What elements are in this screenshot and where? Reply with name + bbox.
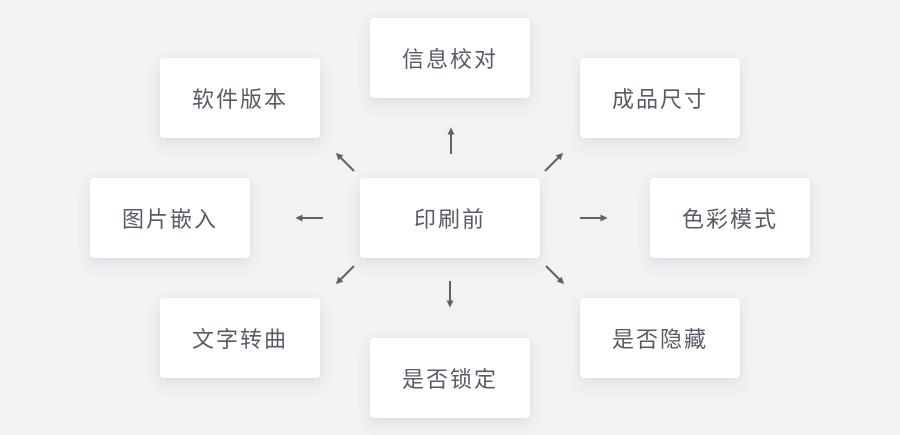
arrow-up-left-icon: [335, 152, 355, 172]
node-pre-press[interactable]: 印刷前: [360, 178, 540, 258]
arrow-down-left-icon: [335, 265, 355, 285]
node-color-mode[interactable]: 色彩模式: [650, 178, 810, 258]
node-image-embed[interactable]: 图片嵌入: [90, 178, 250, 258]
arrow-down-right-icon: [545, 265, 565, 285]
node-lock-check[interactable]: 是否锁定: [370, 338, 530, 418]
node-text-to-outline[interactable]: 文字转曲: [160, 298, 320, 378]
node-hidden-check[interactable]: 是否隐藏: [580, 298, 740, 378]
node-finished-size[interactable]: 成品尺寸: [580, 58, 740, 138]
arrow-up-right-icon: [544, 152, 564, 172]
node-software-version[interactable]: 软件版本: [160, 58, 320, 138]
node-info-proofread[interactable]: 信息校对: [370, 18, 530, 98]
